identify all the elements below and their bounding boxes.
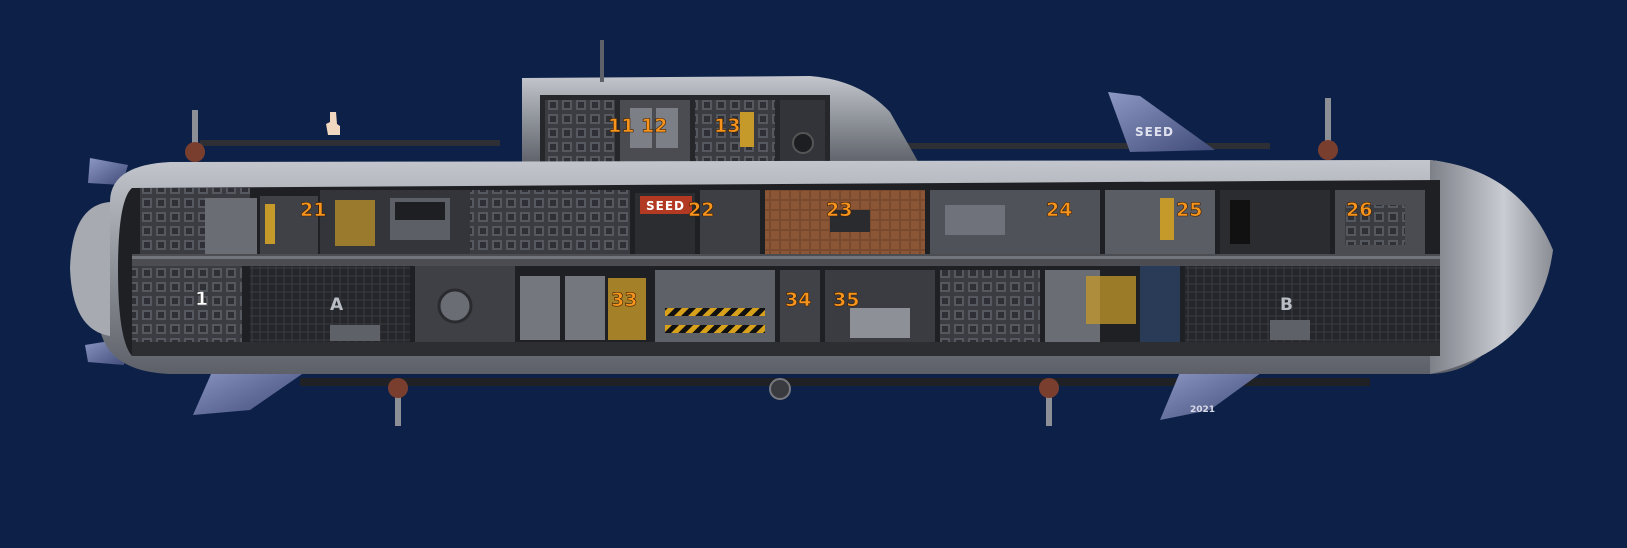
keel	[132, 342, 1440, 356]
periscope-icon	[600, 40, 604, 82]
room-13-label: 13	[714, 115, 740, 137]
deck-sign: SEED	[646, 199, 685, 213]
propeller-icon	[1039, 378, 1059, 426]
upper-deck: SEED	[140, 188, 1425, 254]
room-24-label: 24	[1046, 199, 1072, 221]
hatch-icon	[769, 378, 791, 400]
stern-fins	[85, 158, 305, 415]
engine-block-b	[1270, 320, 1310, 340]
zone-a-label: A	[330, 295, 344, 315]
room-34-label: 34	[785, 289, 811, 311]
room-21-label: 21	[300, 199, 326, 221]
room-33-label: 33	[611, 289, 637, 311]
lower-deck	[132, 266, 1440, 356]
room-labels: 1 11 12 13 21 22 23 24 25 26 33 34 35	[195, 115, 1373, 312]
room-26-label: 26	[1346, 199, 1372, 221]
propeller-icon	[1318, 98, 1338, 160]
room-11-label: 11	[608, 115, 634, 137]
hull-mounts	[185, 98, 1338, 426]
zone-labels: A B	[330, 295, 1293, 315]
room-1-label: 1	[195, 288, 208, 310]
conning-tower	[522, 40, 920, 165]
hand-cursor-icon	[326, 112, 340, 135]
propeller-icon	[185, 110, 205, 162]
upper-rails	[200, 140, 1370, 386]
propeller-icon	[388, 378, 408, 426]
room-23-label: 23	[826, 199, 852, 221]
tail-year: 2021	[1190, 405, 1215, 415]
engine-block-a	[330, 325, 380, 341]
room-12-label: 12	[641, 115, 667, 137]
deck-sign-panel	[640, 196, 692, 214]
zone-b-label: B	[1280, 295, 1293, 315]
tail-logo: SEED	[1135, 125, 1174, 139]
bow-fins: SEED 2021	[1108, 92, 1265, 420]
room-22-label: 22	[688, 199, 714, 221]
room-25-label: 25	[1176, 199, 1202, 221]
room-35-label: 35	[833, 289, 859, 311]
mid-walkway	[132, 254, 1440, 266]
